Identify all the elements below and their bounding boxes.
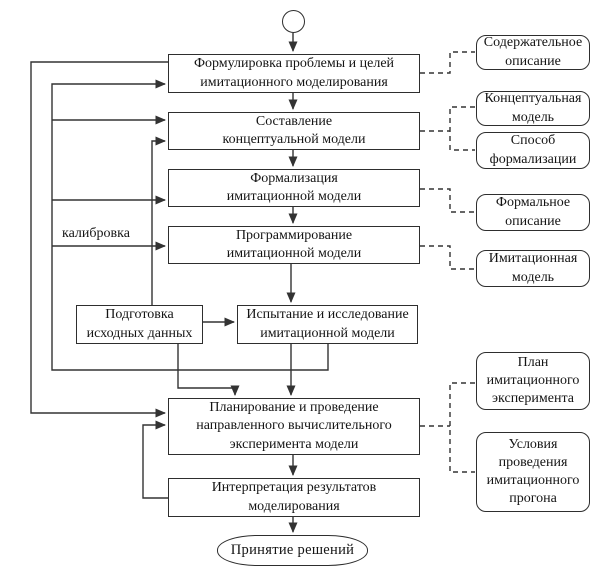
calibration-edge-label: калибровка	[62, 226, 130, 241]
artifact-formal-description: Формальное описание	[476, 194, 590, 231]
dashed-formalization-to-formal-description	[420, 188, 475, 213]
dashed-programming-to-simulation-model	[420, 245, 475, 270]
arrow-dataprep-to-conceptual	[151, 136, 166, 305]
artifact-formalization-way: Способ формализации	[476, 132, 590, 169]
step-programming: Программирование имитационной модели	[168, 226, 420, 264]
step-experiment-planning: Планирование и проведение направленного …	[168, 398, 420, 455]
arrow-dataprep-to-planning	[177, 344, 240, 396]
artifact-simulation-model: Имитационная модель	[476, 250, 590, 287]
step-testing-research: Испытание и исследование имитационной мо…	[237, 305, 418, 344]
dashed-conceptual-to-artifacts	[420, 106, 475, 151]
artifact-run-conditions: Условия проведения имитационного прогона	[476, 432, 590, 512]
feedback-testing-to-formulate	[51, 79, 329, 371]
arrow-formulate-to-planning	[30, 61, 168, 418]
dashed-planning-to-artifacts	[420, 382, 475, 473]
terminal-decision-making: Принятие решений	[217, 535, 368, 566]
feedback-interpretation-to-planning	[142, 420, 168, 499]
step-interpretation: Интерпретация результатов моделирования	[168, 478, 420, 517]
start-circle	[282, 10, 305, 33]
artifact-content-description: Содержательное описание	[476, 35, 590, 70]
artifact-experiment-plan: План имитационного эксперимента	[476, 352, 590, 410]
step-data-preparation: Подготовка исходных данных	[76, 305, 203, 344]
step-conceptual-model: Составление концептуальной модели	[168, 112, 420, 150]
step-formalization: Формализация имитационной модели	[168, 169, 420, 207]
dashed-formulate-to-content-description	[420, 51, 475, 74]
step-formulate-problem: Формулировка проблемы и целей имитационн…	[168, 54, 420, 93]
artifact-concept-model: Концептуальная модель	[476, 91, 590, 126]
